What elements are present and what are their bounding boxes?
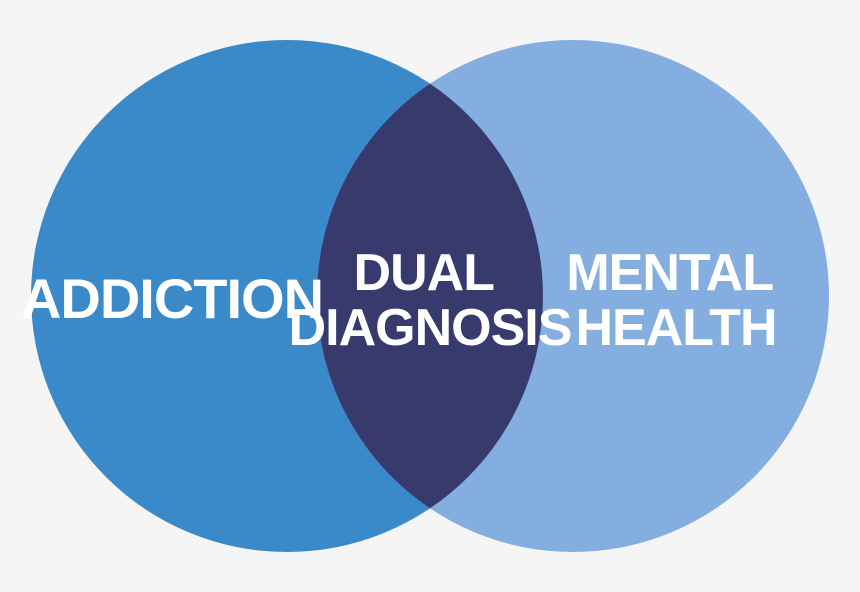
mental-health-label-line-1: MENTAL <box>566 244 773 302</box>
dual-diagnosis-label: DUAL DIAGNOSIS <box>289 244 572 357</box>
mental-health-label: MENTAL HEALTH <box>566 244 785 357</box>
mental-health-label-line-2: HEALTH <box>575 299 776 357</box>
addiction-label: ADDICTION <box>21 267 323 330</box>
dual-diagnosis-label-line-1: DUAL <box>354 244 495 302</box>
dual-diagnosis-overlap <box>317 40 543 552</box>
addiction-label-line-1: ADDICTION <box>21 267 323 330</box>
dual-diagnosis-label-line-2: DIAGNOSIS <box>289 299 572 357</box>
